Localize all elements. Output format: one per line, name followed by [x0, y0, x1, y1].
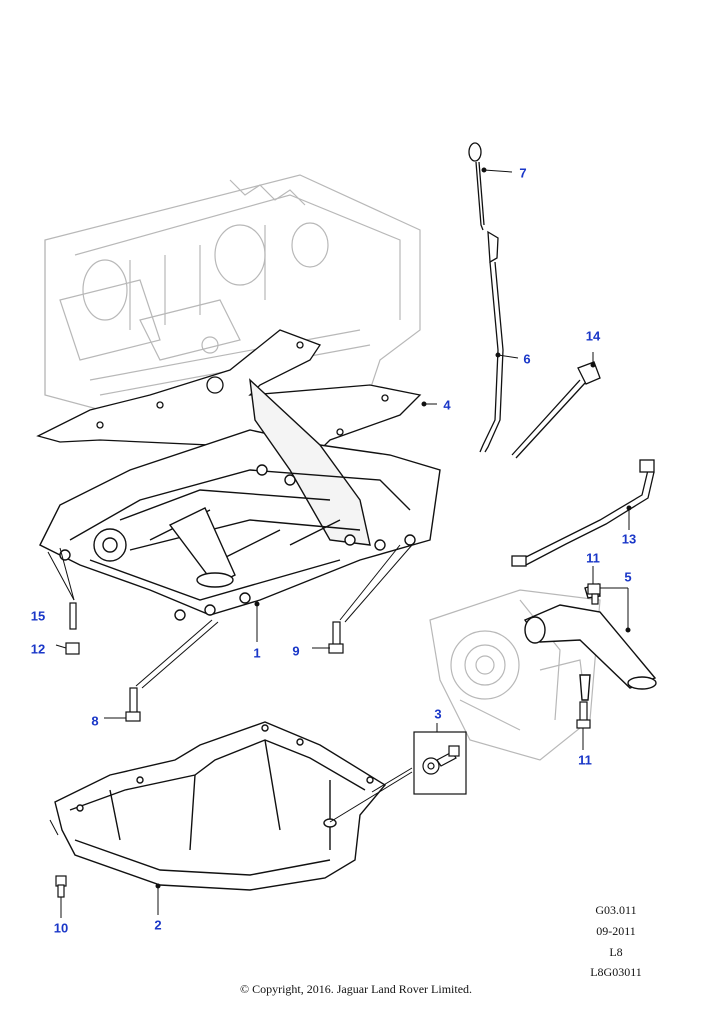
callout-12: 12: [30, 641, 46, 657]
dipstick-part-7: [468, 142, 485, 231]
drawing-reference: L8G03011: [590, 965, 642, 979]
upper-oil-sump-part-1: [39, 378, 441, 621]
callout-1: 1: [253, 645, 261, 661]
drawing-date: 09-2011: [596, 924, 636, 938]
dipstick-tube-part-6: [479, 230, 504, 453]
bolt-part-10: [55, 875, 67, 898]
callout-15: 15: [30, 608, 46, 624]
oil-pickup-part-5: [523, 583, 657, 701]
callout-9: 9: [292, 643, 300, 659]
bolt-part-8: [125, 687, 141, 722]
oil-level-sensor-part-14: [511, 361, 601, 459]
section-code: G03.011: [595, 903, 637, 917]
callout-8: 8: [91, 713, 99, 729]
engine-detail-ghost: [429, 589, 601, 761]
model-code: L8: [609, 945, 623, 959]
copyright-notice: © Copyright, 2016. Jaguar Land Rover Lim…: [239, 982, 473, 996]
callout-13: 13: [621, 531, 637, 547]
bolt-part-11-upper: [587, 583, 601, 605]
callout-6: 6: [523, 351, 531, 367]
nut-part-12: [65, 642, 80, 655]
leader-lines: [47, 167, 632, 918]
callout-11-upper: 11: [586, 550, 600, 566]
callout-3: 3: [434, 706, 442, 722]
callout-4: 4: [443, 397, 451, 413]
callout-2: 2: [154, 917, 162, 933]
callout-10: 10: [53, 920, 69, 936]
bolt-part-11-lower: [576, 701, 591, 729]
drain-plug-box-part-3: [413, 731, 467, 795]
gasket-part-4: [36, 329, 422, 451]
bolt-part-9: [328, 621, 344, 654]
stud-part-15: [69, 602, 77, 630]
callout-5: 5: [624, 569, 632, 585]
callout-11-lower: 11: [578, 752, 592, 768]
lower-oil-sump-part-2: [54, 721, 387, 891]
callout-14: 14: [585, 328, 601, 344]
oil-pipe-part-13: [511, 459, 655, 567]
callout-7: 7: [519, 165, 527, 181]
